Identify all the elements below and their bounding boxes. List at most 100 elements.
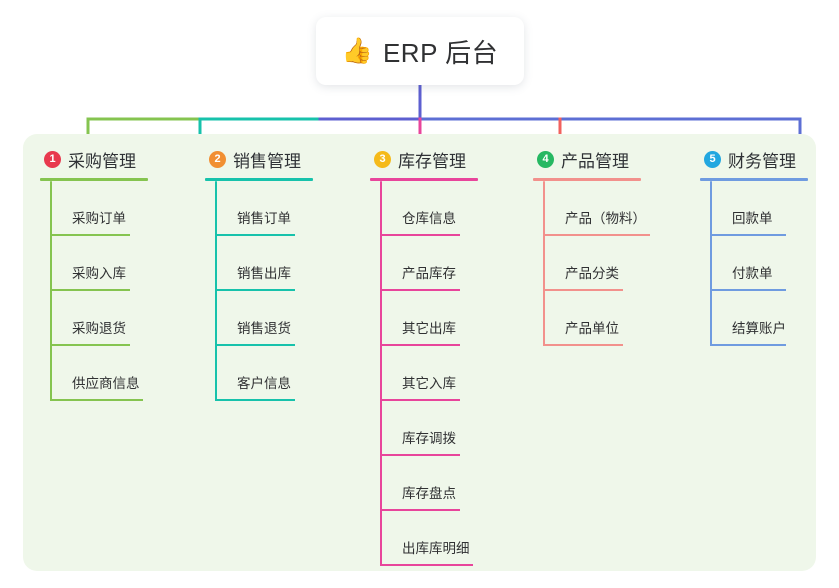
branch-item-label: 采购入库 xyxy=(72,266,126,281)
branch-item-rule xyxy=(380,234,460,236)
branch-number-badge: 2 xyxy=(209,150,226,168)
branch-header-3[interactable]: 3 库存管理 xyxy=(370,146,478,172)
branch-item-label: 库存盘点 xyxy=(402,486,456,501)
branch-item-list: 回款单付款单结算账户 xyxy=(700,181,808,346)
branch-column-1: 1 采购管理采购订单采购入库采购退货供应商信息 xyxy=(40,146,148,401)
branch-item-list: 采购订单采购入库采购退货供应商信息 xyxy=(40,181,148,401)
branch-item-rule xyxy=(380,289,460,291)
branch-item-rule xyxy=(50,234,130,236)
branch-header-2[interactable]: 2 销售管理 xyxy=(205,146,313,172)
branch-spine xyxy=(710,181,712,346)
branch-title: 产品管理 xyxy=(561,151,629,171)
branch-item[interactable]: 采购退货 xyxy=(40,291,148,346)
branch-item-label: 客户信息 xyxy=(237,376,291,391)
root-title: ERP 后台 xyxy=(382,37,499,68)
branch-item[interactable]: 供应商信息 xyxy=(40,346,148,401)
branch-item-label: 采购订单 xyxy=(72,211,126,226)
branch-item-label: 采购退货 xyxy=(72,321,126,336)
branch-item-label: 回款单 xyxy=(732,211,773,226)
branch-title: 采购管理 xyxy=(68,151,136,171)
branch-item-label: 产品（物料） xyxy=(565,211,646,226)
branch-item[interactable]: 出库库明细 xyxy=(370,511,478,566)
branch-number-badge: 1 xyxy=(44,150,61,168)
branch-item[interactable]: 回款单 xyxy=(700,181,808,236)
branch-title: 库存管理 xyxy=(398,151,466,171)
branch-item[interactable]: 销售出库 xyxy=(205,236,313,291)
branch-item[interactable]: 其它入库 xyxy=(370,346,478,401)
branch-item-label: 产品库存 xyxy=(402,266,456,281)
branch-item-rule xyxy=(380,399,460,401)
branch-header-1[interactable]: 1 采购管理 xyxy=(40,146,148,172)
branch-number-badge: 4 xyxy=(537,150,554,168)
branch-column-2: 2 销售管理销售订单销售出库销售退货客户信息 xyxy=(205,146,313,401)
branch-item-label: 其它出库 xyxy=(402,321,456,336)
branch-item-rule xyxy=(50,344,130,346)
branch-item[interactable]: 付款单 xyxy=(700,236,808,291)
branch-item-label: 结算账户 xyxy=(732,321,786,336)
branch-item[interactable]: 产品库存 xyxy=(370,236,478,291)
branch-title: 销售管理 xyxy=(233,151,301,171)
branch-item[interactable]: 其它出库 xyxy=(370,291,478,346)
branch-item-label: 仓库信息 xyxy=(402,211,456,226)
branch-item-rule xyxy=(215,234,295,236)
branch-item-list: 销售订单销售出库销售退货客户信息 xyxy=(205,181,313,401)
branch-item[interactable]: 销售退货 xyxy=(205,291,313,346)
branch-item[interactable]: 采购订单 xyxy=(40,181,148,236)
branches-panel xyxy=(23,134,816,571)
branch-item-rule xyxy=(710,289,786,291)
branch-item-label: 销售退货 xyxy=(237,321,291,336)
branch-item-rule xyxy=(543,234,650,236)
branch-item-label: 销售订单 xyxy=(237,211,291,226)
branch-item[interactable]: 库存调拨 xyxy=(370,401,478,456)
branch-item-label: 销售出库 xyxy=(237,266,291,281)
branch-item-rule xyxy=(380,509,460,511)
branch-item-label: 产品分类 xyxy=(565,266,619,281)
branch-item-rule xyxy=(215,289,295,291)
branch-item-list: 仓库信息产品库存其它出库其它入库库存调拨库存盘点出库库明细 xyxy=(370,181,478,566)
branch-item-label: 其它入库 xyxy=(402,376,456,391)
thumbs-up-icon: 👍 xyxy=(341,36,373,65)
branch-item[interactable]: 库存盘点 xyxy=(370,456,478,511)
branch-item-rule xyxy=(543,344,623,346)
branch-item[interactable]: 销售订单 xyxy=(205,181,313,236)
branch-header-rule xyxy=(533,178,641,181)
branch-item-rule xyxy=(380,344,460,346)
branch-item[interactable]: 仓库信息 xyxy=(370,181,478,236)
branch-item-rule xyxy=(215,399,295,401)
branch-item[interactable]: 产品单位 xyxy=(533,291,641,346)
branch-item-rule xyxy=(710,344,786,346)
branch-spine xyxy=(50,181,52,401)
branch-item[interactable]: 客户信息 xyxy=(205,346,313,401)
branch-item-list: 产品（物料） 产品分类产品单位 xyxy=(533,181,650,346)
branch-title: 财务管理 xyxy=(728,151,796,171)
branch-number-badge: 3 xyxy=(374,150,391,168)
branch-header-4[interactable]: 4 产品管理 xyxy=(533,146,641,172)
branch-header-rule xyxy=(205,178,313,181)
branch-header-rule xyxy=(700,178,808,181)
branch-item[interactable]: 采购入库 xyxy=(40,236,148,291)
branch-item[interactable]: 产品（物料） xyxy=(533,181,650,236)
root-node[interactable]: 👍 ERP 后台 xyxy=(316,17,524,85)
branch-item-label: 供应商信息 xyxy=(72,376,140,391)
branch-header-rule xyxy=(370,178,478,181)
branch-item-rule xyxy=(215,344,295,346)
branch-item-rule xyxy=(50,399,143,401)
branch-item-rule xyxy=(543,289,623,291)
branch-item-label: 出库库明细 xyxy=(402,541,470,556)
branch-spine xyxy=(380,181,382,566)
branch-spine xyxy=(215,181,217,401)
branch-item[interactable]: 结算账户 xyxy=(700,291,808,346)
branch-column-3: 3 库存管理仓库信息产品库存其它出库其它入库库存调拨库存盘点出库库明细 xyxy=(370,146,478,566)
branch-item[interactable]: 产品分类 xyxy=(533,236,641,291)
branch-item-label: 产品单位 xyxy=(565,321,619,336)
branch-column-4: 4 产品管理产品（物料） 产品分类产品单位 xyxy=(533,146,650,346)
branch-item-rule xyxy=(380,564,473,566)
branch-item-rule xyxy=(50,289,130,291)
branch-item-rule xyxy=(710,234,786,236)
branch-item-label: 库存调拨 xyxy=(402,431,456,446)
branch-item-rule xyxy=(380,454,460,456)
branch-header-rule xyxy=(40,178,148,181)
